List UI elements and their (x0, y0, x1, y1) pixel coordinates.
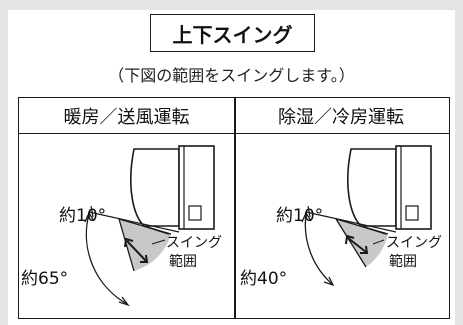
swing-label-line1: スイング (386, 235, 442, 251)
range-arc (304, 213, 333, 285)
column-divider (234, 98, 236, 318)
angle-top-label: 約10° (276, 206, 324, 226)
swing-label-line2: 範囲 (389, 254, 417, 270)
air-conditioner-icon (130, 145, 215, 235)
panel-heating-fan: 約10° 約65° スイング 範囲 (19, 134, 234, 317)
angle-top-label: 約10° (59, 206, 107, 226)
swing-diagram-heating (84, 145, 215, 307)
panel-dehumid-cool: 約10° 約40° スイング 範囲 (236, 134, 449, 317)
swing-range-table: 暖房／送風運転 除湿／冷房運転 (18, 97, 450, 319)
swing-diagram-cooling (301, 145, 432, 287)
horizontal-reference-line (305, 211, 397, 233)
swing-label-line2: 範囲 (169, 254, 197, 270)
swing-range-wedge (119, 219, 171, 271)
angle-range-label: 約40° (240, 269, 288, 289)
header-dehumid-cool: 除湿／冷房運転 (278, 106, 404, 128)
range-arc (85, 213, 128, 305)
header-heating-fan: 暖房／送風運転 (63, 106, 190, 128)
swing-label-line1: スイング (166, 235, 222, 251)
angle-range-label: 約65° (21, 269, 69, 289)
horizontal-reference-line (88, 211, 180, 233)
air-conditioner-icon (347, 145, 432, 235)
section-title: 上下スイング (150, 14, 315, 52)
section-subtitle: （下図の範囲をスイングします。） (108, 66, 355, 85)
